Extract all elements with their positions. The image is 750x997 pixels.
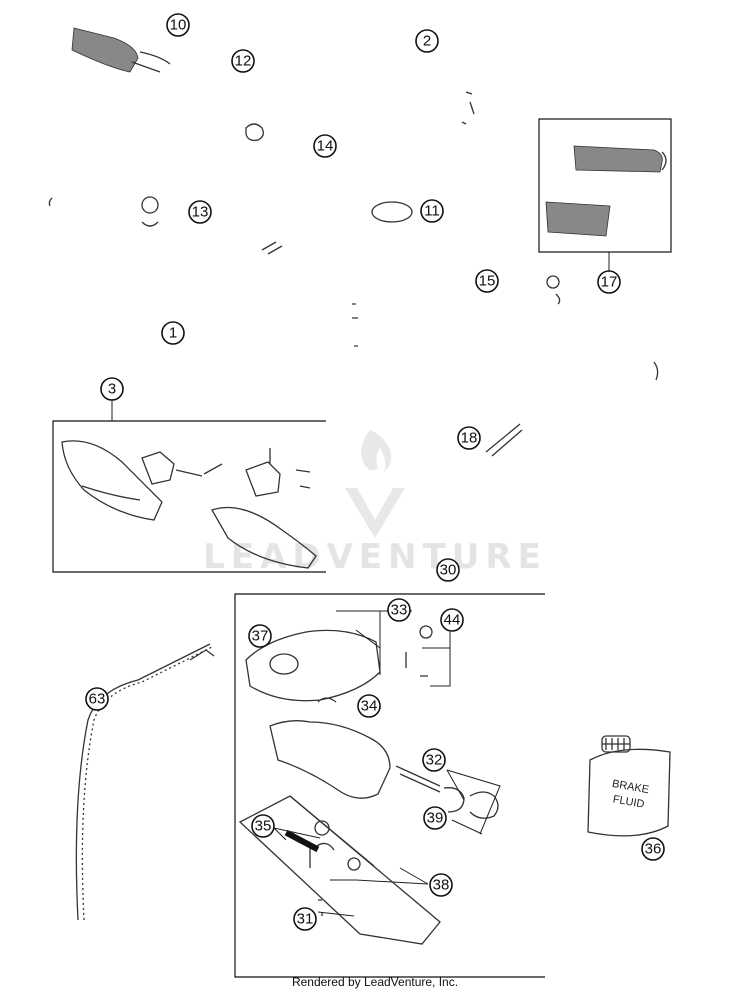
brake-master-cylinder-part bbox=[245, 625, 499, 819]
callout-3: 3 bbox=[100, 377, 124, 401]
grip-kit-part bbox=[545, 145, 667, 237]
callout-15: 15 bbox=[475, 269, 499, 293]
callout-63: 63 bbox=[85, 687, 109, 711]
svg-text:1: 1 bbox=[169, 325, 177, 342]
callout-31: 31 bbox=[293, 907, 317, 931]
callout-18: 18 bbox=[457, 426, 481, 450]
svg-text:35: 35 bbox=[255, 818, 272, 835]
svg-text:31: 31 bbox=[297, 911, 314, 928]
callout-13: 13 bbox=[188, 200, 212, 224]
svg-text:36: 36 bbox=[645, 841, 662, 858]
callout-30: 30 bbox=[436, 558, 460, 582]
callout-33: 33 bbox=[387, 598, 411, 622]
svg-text:18: 18 bbox=[461, 430, 478, 447]
svg-text:10: 10 bbox=[170, 17, 187, 34]
callout-12: 12 bbox=[231, 49, 255, 73]
callout-38: 38 bbox=[429, 873, 453, 897]
callout-34: 34 bbox=[357, 694, 381, 718]
svg-text:12: 12 bbox=[235, 53, 252, 70]
callout-36: 36 bbox=[641, 837, 665, 861]
callout-11: 11 bbox=[420, 199, 444, 223]
callout-32: 32 bbox=[422, 748, 446, 772]
handguard-part bbox=[61, 440, 317, 569]
svg-text:37: 37 bbox=[252, 628, 269, 645]
grip-part bbox=[71, 27, 171, 73]
clutch-cable-part bbox=[75, 643, 215, 921]
svg-text:38: 38 bbox=[433, 877, 450, 894]
callout-37: 37 bbox=[248, 624, 272, 648]
watermark-text: LEADVENTURE bbox=[203, 537, 547, 577]
svg-text:33: 33 bbox=[391, 602, 408, 619]
svg-text:39: 39 bbox=[427, 810, 444, 827]
svg-text:15: 15 bbox=[479, 273, 496, 290]
svg-text:30: 30 bbox=[440, 562, 457, 579]
svg-text:34: 34 bbox=[361, 698, 378, 715]
svg-text:32: 32 bbox=[426, 752, 443, 769]
brake-lever-part bbox=[238, 795, 441, 945]
footer-credit: Rendered by LeadVenture, Inc. bbox=[291, 975, 459, 989]
o-ring-part bbox=[371, 201, 413, 223]
callout-35: 35 bbox=[251, 814, 275, 838]
callout-44: 44 bbox=[440, 608, 464, 632]
brake-fluid-label: BRAKE FLUID bbox=[611, 778, 650, 811]
watermark: LEADVENTURE bbox=[203, 430, 547, 577]
callout-17: 17 bbox=[597, 270, 621, 294]
callout-14: 14 bbox=[313, 134, 337, 158]
svg-text:17: 17 bbox=[601, 274, 618, 291]
handlebar-parts bbox=[48, 91, 659, 457]
svg-text:3: 3 bbox=[108, 381, 116, 398]
brake-fluid-bottle-part bbox=[587, 735, 671, 837]
callout-2: 2 bbox=[415, 29, 439, 53]
handguard-3-frame bbox=[52, 420, 326, 573]
callout-39: 39 bbox=[423, 806, 447, 830]
svg-text:2: 2 bbox=[423, 33, 431, 50]
leader-lines bbox=[111, 252, 610, 917]
svg-text:63: 63 bbox=[89, 691, 106, 708]
svg-text:14: 14 bbox=[317, 138, 334, 155]
brake-cylinder-30-frame bbox=[234, 593, 545, 978]
svg-text:13: 13 bbox=[192, 204, 209, 221]
svg-text:44: 44 bbox=[444, 612, 461, 629]
brake-fluid-label-line2: FLUID bbox=[612, 793, 645, 810]
svg-text:11: 11 bbox=[424, 203, 440, 220]
callout-10: 10 bbox=[166, 13, 190, 37]
callout-1: 1 bbox=[161, 321, 185, 345]
kit-17-frame bbox=[538, 118, 672, 253]
